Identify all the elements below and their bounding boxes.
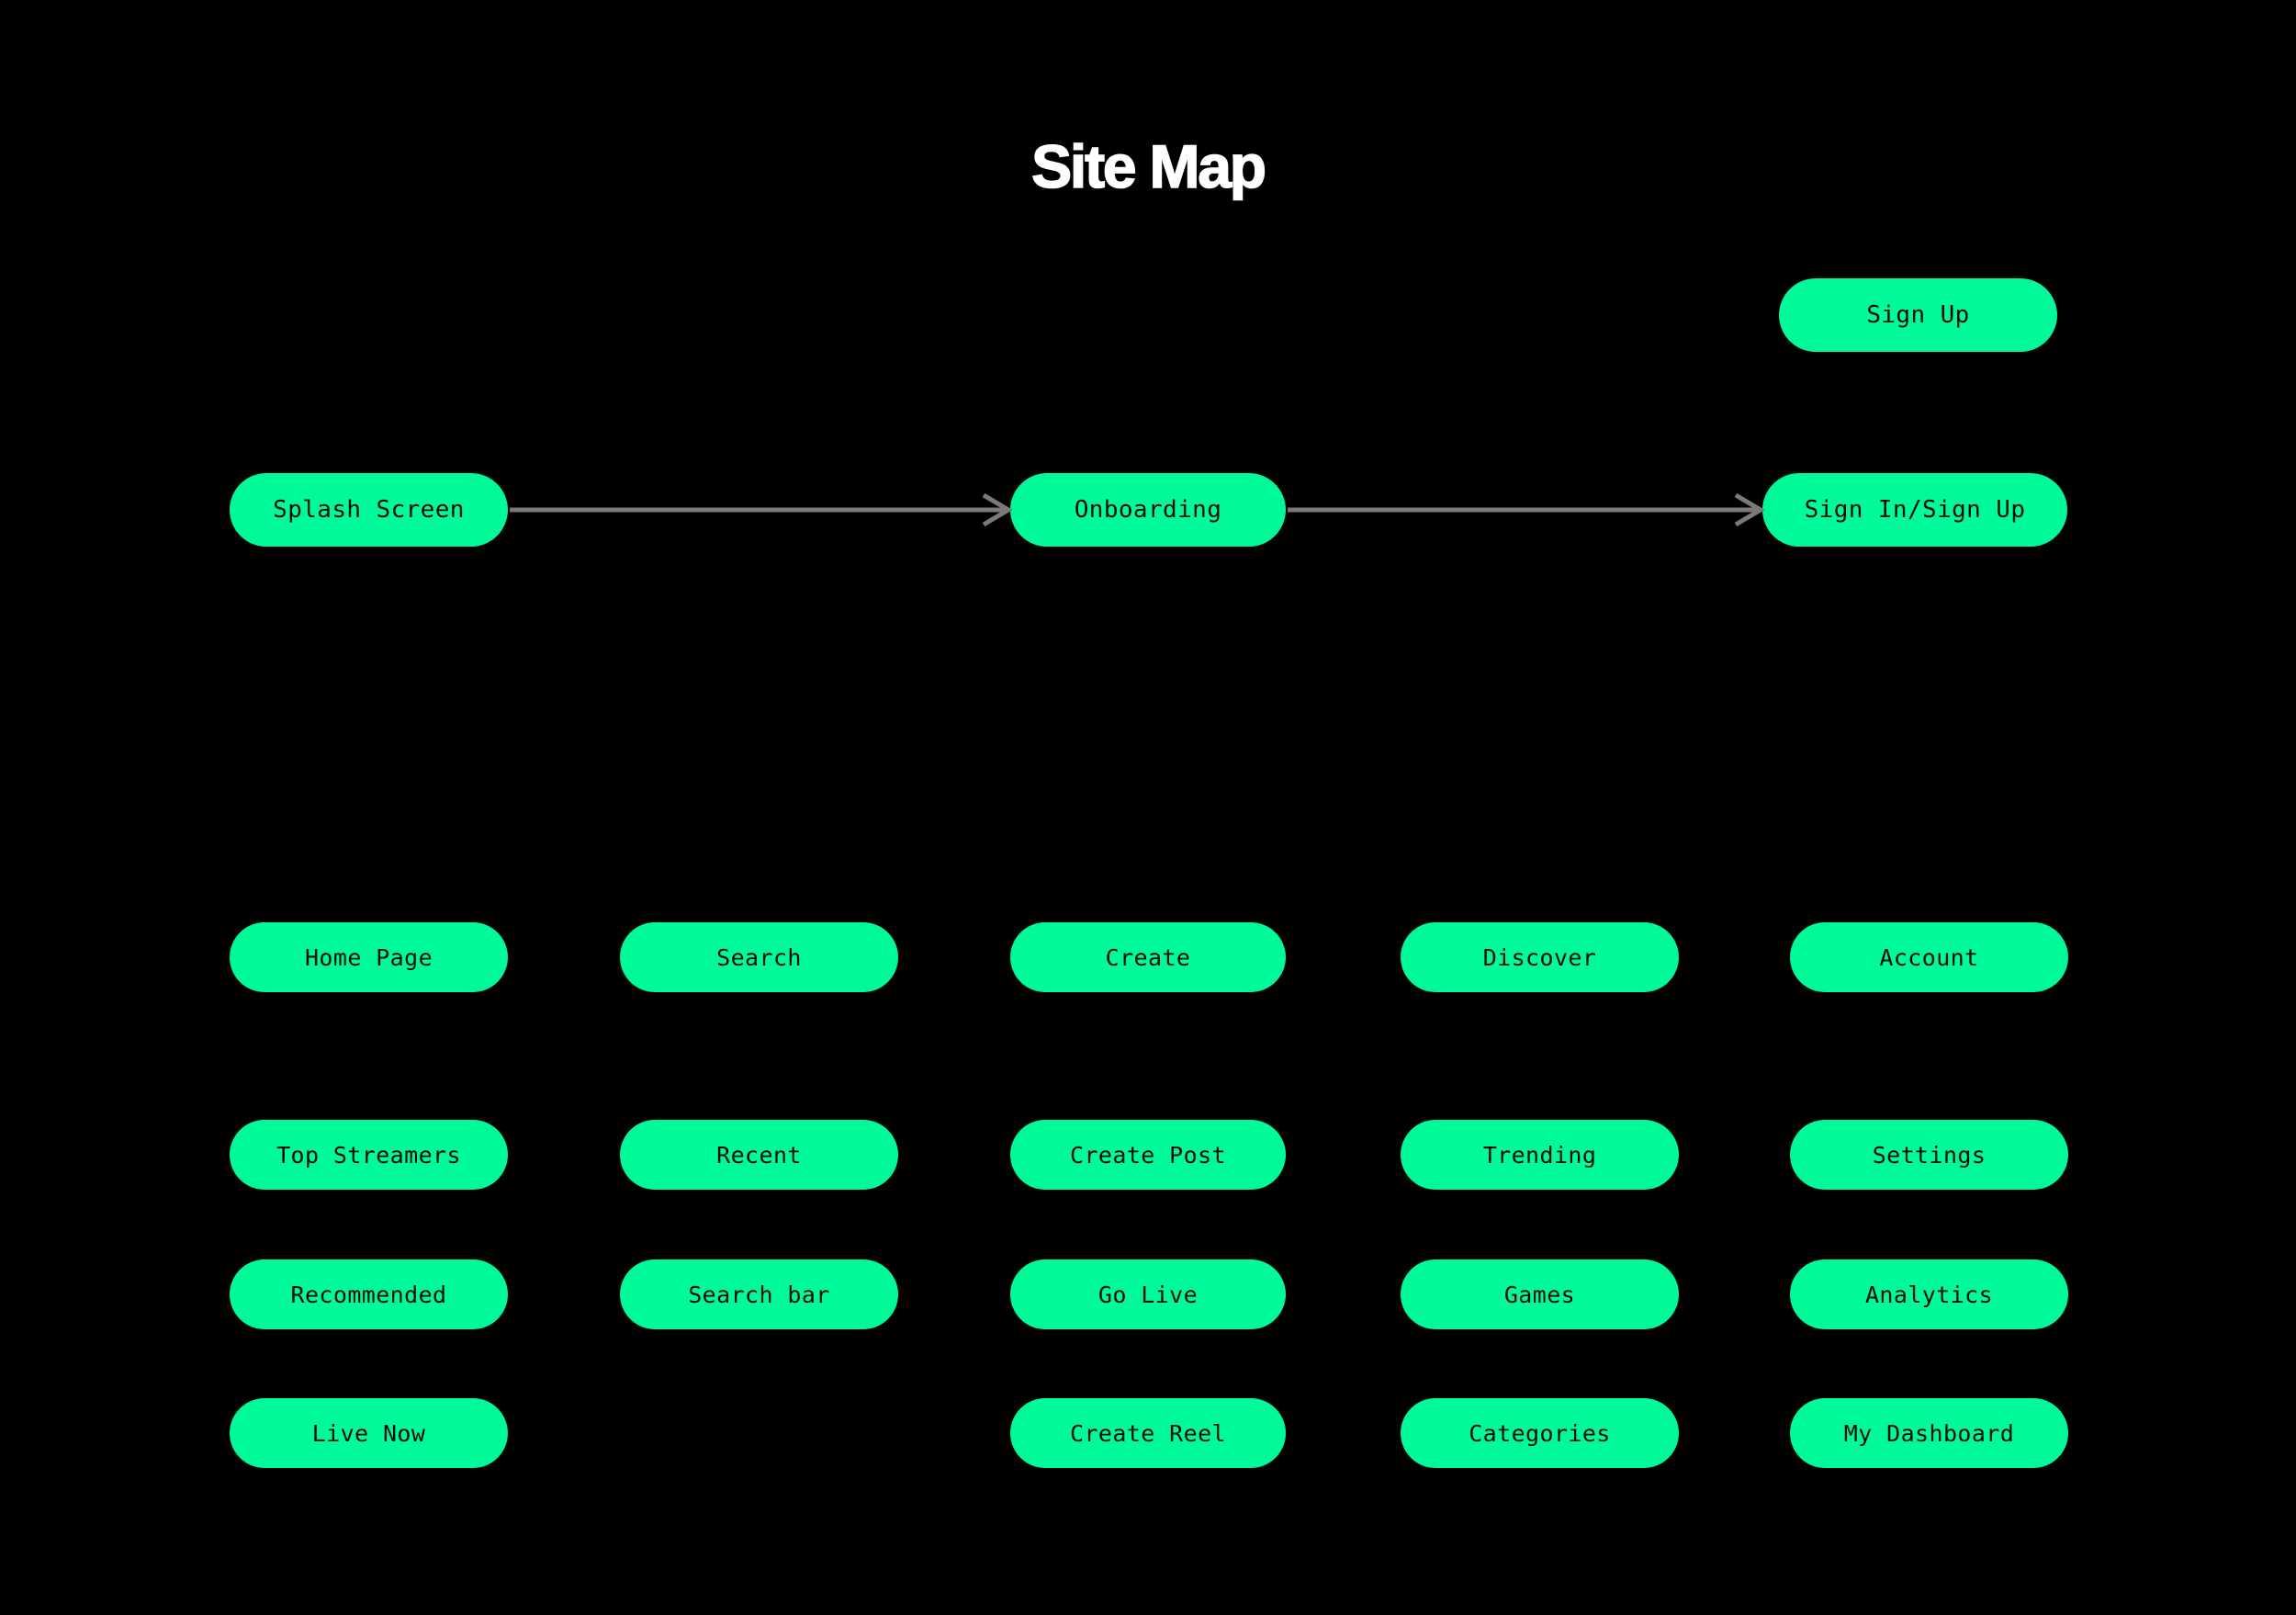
- node-home-page[interactable]: Home Page: [230, 922, 508, 992]
- node-trending[interactable]: Trending: [1401, 1120, 1679, 1190]
- node-create-reel[interactable]: Create Reel: [1010, 1398, 1286, 1468]
- node-sign-up[interactable]: Sign Up: [1779, 278, 2057, 352]
- node-analytics[interactable]: Analytics: [1790, 1259, 2068, 1329]
- node-search-bar[interactable]: Search bar: [620, 1259, 898, 1329]
- node-splash-screen[interactable]: Splash Screen: [230, 473, 508, 547]
- node-recommended[interactable]: Recommended: [230, 1259, 508, 1329]
- node-games[interactable]: Games: [1401, 1259, 1679, 1329]
- page-title: Site Map: [1030, 132, 1267, 200]
- node-create-post[interactable]: Create Post: [1010, 1120, 1286, 1190]
- node-search[interactable]: Search: [620, 922, 898, 992]
- node-onboarding[interactable]: Onboarding: [1010, 473, 1286, 547]
- node-account[interactable]: Account: [1790, 922, 2068, 992]
- node-top-streamers[interactable]: Top Streamers: [230, 1120, 508, 1190]
- node-settings[interactable]: Settings: [1790, 1120, 2068, 1190]
- node-create[interactable]: Create: [1010, 922, 1286, 992]
- node-recent[interactable]: Recent: [620, 1120, 898, 1190]
- node-sign-in-sign-up[interactable]: Sign In/Sign Up: [1762, 473, 2067, 547]
- connector-onboarding-to-signin: [1286, 491, 1765, 528]
- connector-splash-to-onboarding: [508, 491, 1013, 528]
- node-my-dashboard[interactable]: My Dashboard: [1790, 1398, 2068, 1468]
- node-discover[interactable]: Discover: [1401, 922, 1679, 992]
- node-categories[interactable]: Categories: [1401, 1398, 1679, 1468]
- node-go-live[interactable]: Go Live: [1010, 1259, 1286, 1329]
- node-live-now[interactable]: Live Now: [230, 1398, 508, 1468]
